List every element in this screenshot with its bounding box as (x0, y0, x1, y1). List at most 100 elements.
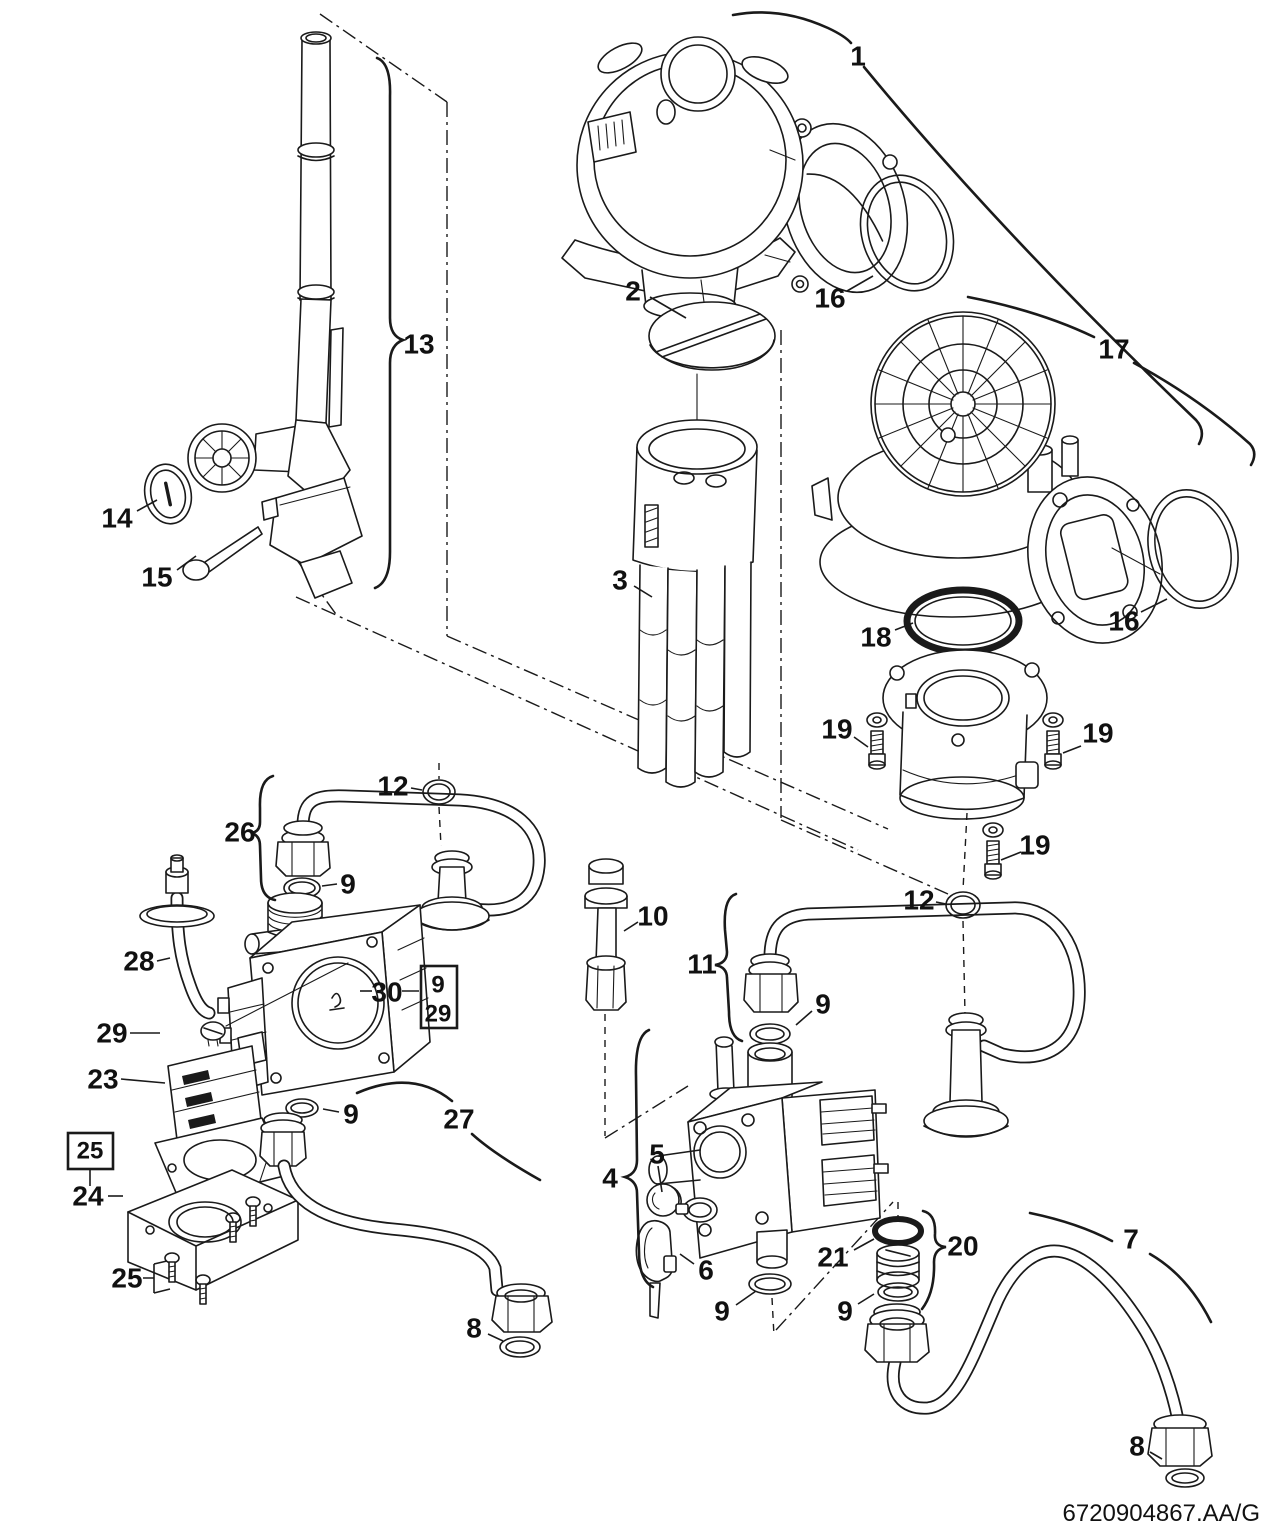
callout-17: 17 (1098, 334, 1129, 365)
gasket-9-valve30-bottom (285, 1098, 319, 1118)
filter-insert (876, 1244, 920, 1289)
callout-5: 5 (649, 1139, 665, 1170)
leader-line-18 (894, 622, 914, 631)
callout-brackets (66, 11, 1256, 1324)
pilot-tube-10 (584, 858, 628, 1011)
leader-line-12 (410, 787, 423, 791)
leader-line-3 (633, 585, 653, 598)
gasket-16-left (859, 174, 955, 292)
callout-9: 9 (340, 869, 356, 900)
leader-line-14 (136, 499, 158, 512)
leader-line-19 (853, 736, 869, 748)
callout-19: 19 (821, 714, 852, 745)
callout-7: 7 (1123, 1224, 1139, 1255)
fan-assembly-1 (561, 36, 909, 320)
leader-line-2 (649, 296, 687, 319)
leader-line-28 (156, 957, 171, 962)
callout-12: 12 (377, 771, 408, 802)
callout-15: 15 (141, 562, 172, 593)
leader-line-9 (321, 883, 338, 887)
callout-4: 4 (602, 1163, 618, 1194)
drawing-number: 6720904867.AA/G (1062, 1500, 1261, 1527)
callout-23: 23 (87, 1064, 118, 1095)
leader-line-10 (623, 921, 639, 932)
leader-line-19 (1062, 745, 1082, 754)
gas-pipe-11 (743, 901, 1086, 1138)
leader-line-5 (657, 1165, 663, 1193)
leader-line-16 (846, 275, 874, 292)
leader-line-12 (935, 901, 947, 905)
callout-3: 3 (612, 565, 628, 596)
screw-19-bottom (982, 822, 1004, 880)
callout-29: 29 (96, 1018, 127, 1049)
fan-grille-spokes (874, 315, 1052, 493)
callout-11: 11 (687, 949, 717, 980)
callout-9: 9 (431, 972, 444, 999)
callout-9: 9 (343, 1099, 359, 1130)
callout-8: 8 (1129, 1431, 1145, 1462)
leader-line-16 (1140, 598, 1168, 613)
gasket-16-right (1147, 489, 1239, 609)
leader-line-23 (120, 1078, 166, 1084)
callout-25: 25 (111, 1263, 142, 1294)
siphon-13 (187, 31, 363, 599)
gasket-9-valve4-bottom (748, 1273, 792, 1295)
callout-9: 9 (837, 1296, 853, 1327)
callout-29: 29 (425, 1001, 452, 1028)
callout-21: 21 (817, 1242, 848, 1273)
union-fitting-11 (923, 1012, 1009, 1138)
cap-5 (646, 1183, 689, 1217)
callout-9: 9 (714, 1296, 730, 1327)
callout-18: 18 (860, 622, 891, 653)
leader-line-8 (1149, 1451, 1163, 1460)
cap-2 (648, 279, 776, 432)
callout-25: 25 (77, 1138, 104, 1165)
leader-line-19 (1000, 851, 1022, 861)
gas-pipe-26 (275, 789, 546, 931)
o-ring-12-right (945, 891, 981, 919)
callout-16: 16 (814, 283, 845, 314)
callout-2: 2 (625, 276, 641, 307)
burner-door-flange (882, 649, 1048, 820)
clip-6 (635, 1219, 677, 1319)
screw-19-left (866, 712, 888, 770)
union-fitting-26 (414, 850, 490, 931)
drain-pipe-28 (139, 854, 216, 1020)
leader-line-9 (857, 1293, 875, 1305)
callout-1: 1 (850, 41, 866, 72)
callout-6: 6 (698, 1255, 714, 1286)
clip-15 (182, 526, 263, 581)
gas-pipe-27 (259, 1112, 553, 1333)
heat-cell-3 (632, 419, 758, 788)
callout-13: 13 (403, 329, 434, 360)
leader-line-21 (853, 1238, 875, 1251)
callout-10: 10 (637, 901, 668, 932)
callout-12: 12 (903, 885, 934, 916)
callout-19: 19 (1019, 830, 1050, 861)
callout-24: 24 (72, 1181, 104, 1212)
callout-8: 8 (466, 1313, 482, 1344)
leader-line-6 (679, 1253, 695, 1265)
callout-20: 20 (947, 1231, 978, 1262)
gas-valve-4 (648, 1036, 889, 1269)
bracket-24 (127, 1159, 299, 1291)
callout-16: 16 (1108, 606, 1139, 637)
gasket-8-right (1165, 1468, 1205, 1488)
leader-line-9 (795, 1010, 813, 1026)
leader-line-8 (487, 1333, 504, 1342)
gas-pipe-7 (864, 1244, 1213, 1467)
cap-14 (143, 463, 193, 525)
o-ring-21 (872, 1216, 924, 1246)
fan-assembly-17 (811, 311, 1163, 644)
screws-25 (164, 1196, 261, 1305)
callout-27: 27 (443, 1104, 474, 1135)
o-ring-12-left (422, 779, 456, 805)
alignment-axes (293, 13, 968, 1337)
gasket-9-valve4-top (749, 1023, 791, 1045)
screw-19-right (1042, 712, 1064, 770)
gasket-9-pipe7 (877, 1282, 919, 1302)
callout-14: 14 (101, 503, 133, 534)
